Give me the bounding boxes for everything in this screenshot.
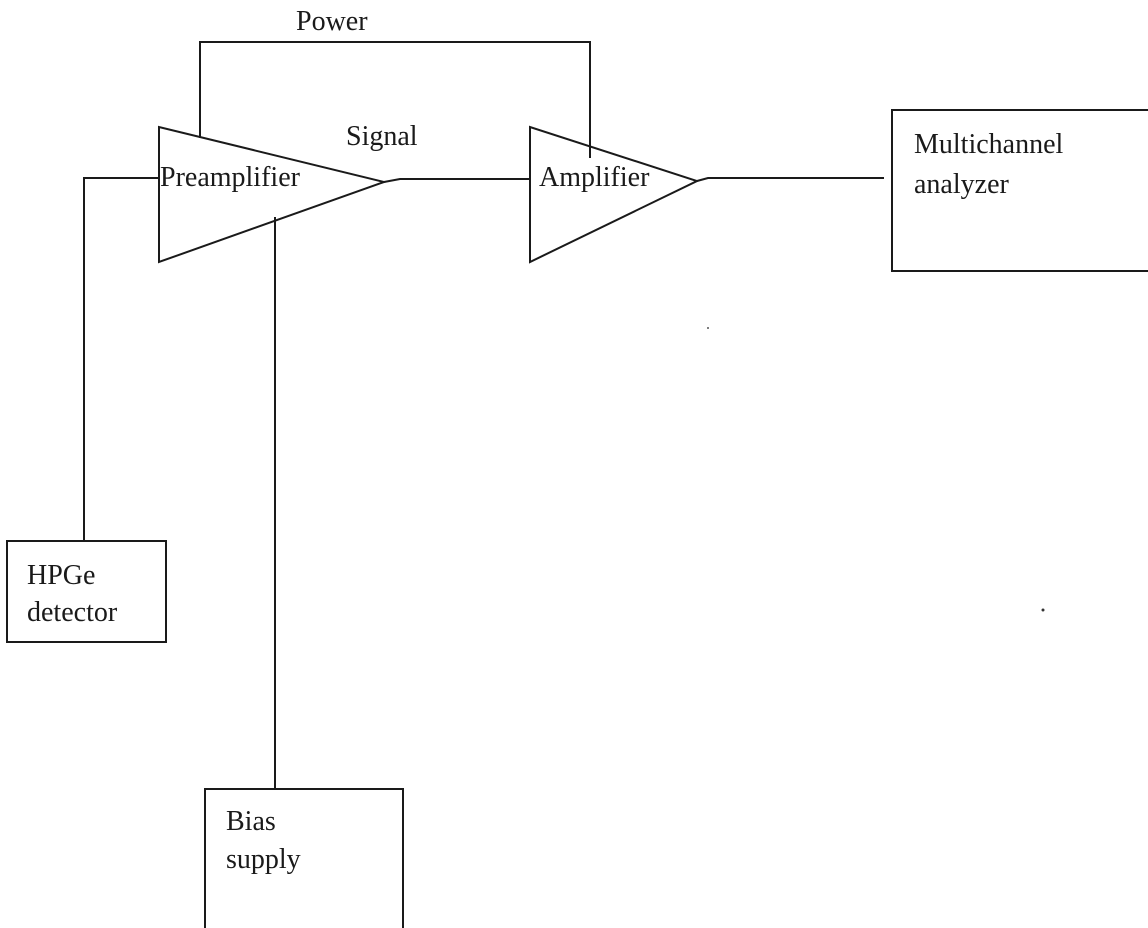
bias-supply-label-line1: Bias xyxy=(226,806,276,837)
multichannel-analyzer-box xyxy=(891,109,1148,272)
signal-line xyxy=(383,178,529,183)
scan-speck xyxy=(707,327,709,329)
hpge-detector-label-line2: detector xyxy=(27,597,118,628)
preamplifier-label: Preamplifier xyxy=(160,162,301,193)
power-line xyxy=(199,41,591,158)
amplifier-label: Amplifier xyxy=(539,162,650,193)
bias-supply-label-line2: supply xyxy=(226,844,301,875)
multichannel-analyzer-label-line2: analyzer xyxy=(914,169,1009,200)
hpge-detector-label-line1: HPGe xyxy=(27,560,95,591)
amplifier-triangle xyxy=(529,125,700,264)
hpge-detector-box xyxy=(6,540,167,643)
output-line xyxy=(696,177,884,182)
signal-label: Signal xyxy=(346,121,418,152)
scan-speck xyxy=(1041,608,1045,612)
preamplifier-triangle xyxy=(158,125,388,264)
power-label: Power xyxy=(296,6,368,37)
multichannel-analyzer-label-line1: Multichannel xyxy=(914,129,1064,160)
bias-supply-box xyxy=(204,788,404,928)
detector-line xyxy=(83,177,159,540)
